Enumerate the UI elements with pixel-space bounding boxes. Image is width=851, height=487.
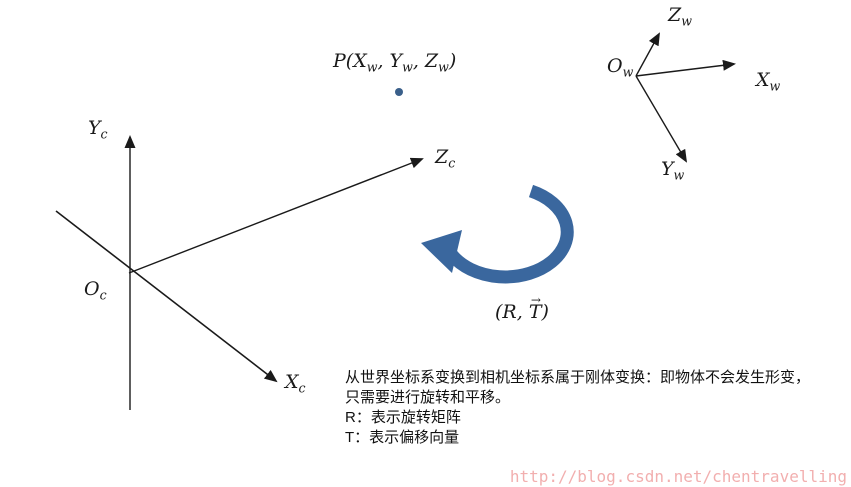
label-zc: Zc — [435, 146, 456, 171]
camera-z-axis — [128, 157, 424, 274]
label-p-sub: w — [438, 59, 449, 75]
camera-x-axis — [55, 210, 278, 383]
label-rt-seg: ) — [541, 301, 549, 323]
label-xc-base: X — [285, 371, 299, 393]
explanation-line-1: 从世界坐标系变换到相机坐标系属于刚体变换：即物体不会发生形变， — [345, 369, 811, 386]
label-p-seg: , Y — [377, 50, 403, 72]
world-y-axis — [635, 75, 688, 163]
label-xc-sub: c — [298, 380, 306, 396]
label-xw: Xw — [756, 69, 781, 94]
label-zc-sub: c — [448, 155, 456, 171]
label-zw-base: Z — [668, 4, 682, 26]
label-zw-sub: w — [681, 13, 692, 29]
label-zw: Zw — [668, 4, 692, 29]
label-oc-sub: c — [99, 287, 107, 303]
explanation-line-2: 只需要进行旋转和平移。 — [345, 389, 511, 406]
label-yc: Yc — [88, 117, 108, 142]
vector-arrow-glyph: → — [530, 293, 541, 307]
rotation-arrow-head — [421, 230, 462, 273]
label-p-sub: w — [366, 59, 378, 75]
label-oc: Oc — [84, 278, 107, 303]
label-ow: Ow — [607, 55, 634, 80]
label-ow-sub: w — [622, 64, 634, 80]
label-yc-sub: c — [100, 126, 108, 142]
label-p-sub: w — [402, 59, 413, 75]
label-p-seg: ) — [448, 50, 457, 72]
label-yc-base: Y — [88, 117, 101, 139]
label-rt: (R, →T) — [495, 294, 549, 323]
watermark-url: http://blog.csdn.net/chentravelling — [509, 467, 847, 486]
label-rt-seg: (R, — [495, 301, 529, 323]
explanation-text: 从世界坐标系变换到相机坐标系属于刚体变换：即物体不会发生形变， 只需要进行旋转和… — [345, 368, 850, 448]
label-zc-base: Z — [435, 146, 449, 168]
label-xw-sub: w — [769, 78, 781, 94]
label-xc: Xc — [285, 371, 306, 396]
label-oc-base: O — [84, 278, 100, 300]
label-p-seg: , Z — [412, 50, 439, 72]
point-p-dot — [395, 88, 403, 96]
label-rt-t: T — [528, 301, 542, 323]
explanation-line-4: T：表示偏移向量 — [345, 429, 460, 446]
world-z-axis — [635, 32, 660, 77]
t-vector: →T — [528, 294, 542, 323]
label-xw-base: X — [756, 69, 770, 91]
label-yw: Yw — [661, 158, 685, 183]
label-yw-base: Y — [661, 158, 674, 180]
rotation-arrow-body — [446, 184, 574, 284]
world-x-axis — [635, 59, 736, 77]
label-ow-base: O — [607, 55, 623, 77]
label-yw-sub: w — [673, 167, 685, 183]
label-point-p: P(Xw, Yw, Zw) — [333, 50, 457, 75]
explanation-line-3: R：表示旋转矩阵 — [345, 409, 461, 426]
label-p-seg: P(X — [333, 50, 367, 72]
